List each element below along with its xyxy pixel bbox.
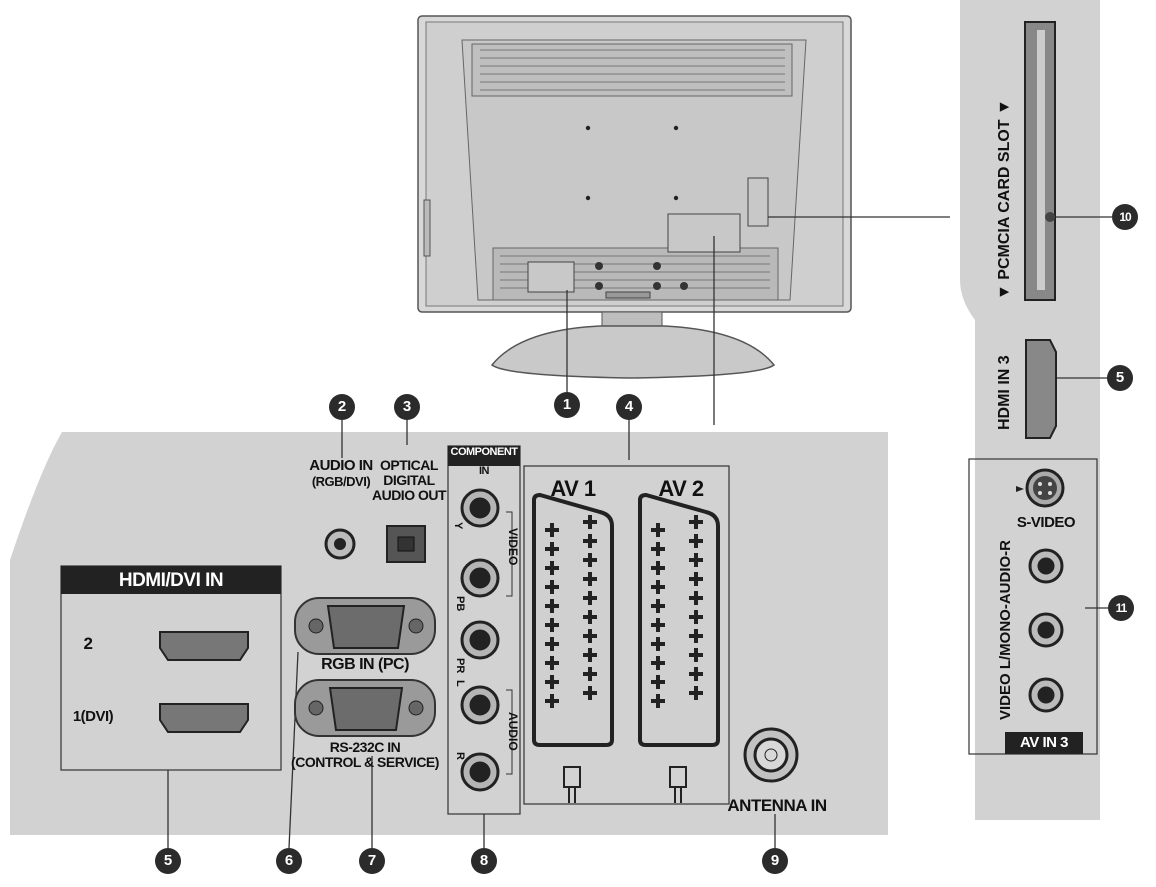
callout-5-side: 5 xyxy=(1107,365,1133,391)
antenna-in-label: ANTENNA IN xyxy=(727,796,827,815)
comp-r-label: R xyxy=(454,752,466,760)
hdmi-2-label: 2 xyxy=(83,634,93,653)
callout-10: 10 xyxy=(1112,204,1138,230)
comp-pb-label: PB xyxy=(454,596,466,612)
side-av-label: VIDEO L/MONO-AUDIO-R xyxy=(997,540,1014,720)
comp-l-label: L xyxy=(454,680,466,687)
pcmcia-label: ▼ PCMCIA CARD SLOT ▼ xyxy=(996,99,1013,300)
comp-y-label: Y xyxy=(452,522,464,530)
av-in-3-label: AV IN 3 xyxy=(1020,734,1068,751)
pcmcia-slot-shape xyxy=(1024,21,1056,301)
hdmi-dvi-in-label: HDMI/DVI IN xyxy=(118,570,224,591)
optical-out-label: OPTICAL DIGITAL AUDIO OUT xyxy=(371,457,447,503)
rgb-port-shape xyxy=(294,597,436,655)
callout-8: 8 xyxy=(471,848,497,874)
comp-audio-label: AUDIO xyxy=(506,712,520,751)
rs232c-label: RS-232C IN (CONTROL & SERVICE) xyxy=(291,739,439,770)
callout-7: 7 xyxy=(359,848,385,874)
rs232-port-shape xyxy=(294,679,436,737)
hdmi3-port-shape xyxy=(1025,339,1057,439)
av2-label: AV 2 xyxy=(658,476,704,501)
callout-4: 4 xyxy=(616,394,642,420)
audio-in-label: AUDIO IN (RGB/DVI) xyxy=(309,457,373,490)
hdmi-in-3-label: HDMI IN 3 xyxy=(996,355,1013,430)
callout-1: 1 xyxy=(554,392,580,418)
s-video-label: S-VIDEO xyxy=(1016,514,1076,531)
component-in-label: COMPONENT xyxy=(450,446,519,458)
callout-3: 3 xyxy=(394,394,420,420)
comp-pr-label: PR xyxy=(454,658,466,674)
callout-9: 9 xyxy=(762,848,788,874)
av-in-3-box xyxy=(968,458,1098,755)
callout-11: 11 xyxy=(1108,595,1134,621)
component-column xyxy=(447,445,521,815)
hdmi-dvi-box xyxy=(60,565,282,771)
leader-lines xyxy=(167,216,1112,849)
callout-5: 5 xyxy=(155,848,181,874)
tv-back-illustration xyxy=(417,15,852,379)
hdmi-1-label: 1(DVI) xyxy=(72,708,114,725)
callout-6: 6 xyxy=(276,848,302,874)
component-in-sub: IN xyxy=(479,465,490,477)
av1-label: AV 1 xyxy=(550,476,596,501)
comp-video-label: VIDEO xyxy=(506,528,520,566)
callout-2: 2 xyxy=(329,394,355,420)
rgb-in-label: RGB IN (PC) xyxy=(321,656,409,673)
